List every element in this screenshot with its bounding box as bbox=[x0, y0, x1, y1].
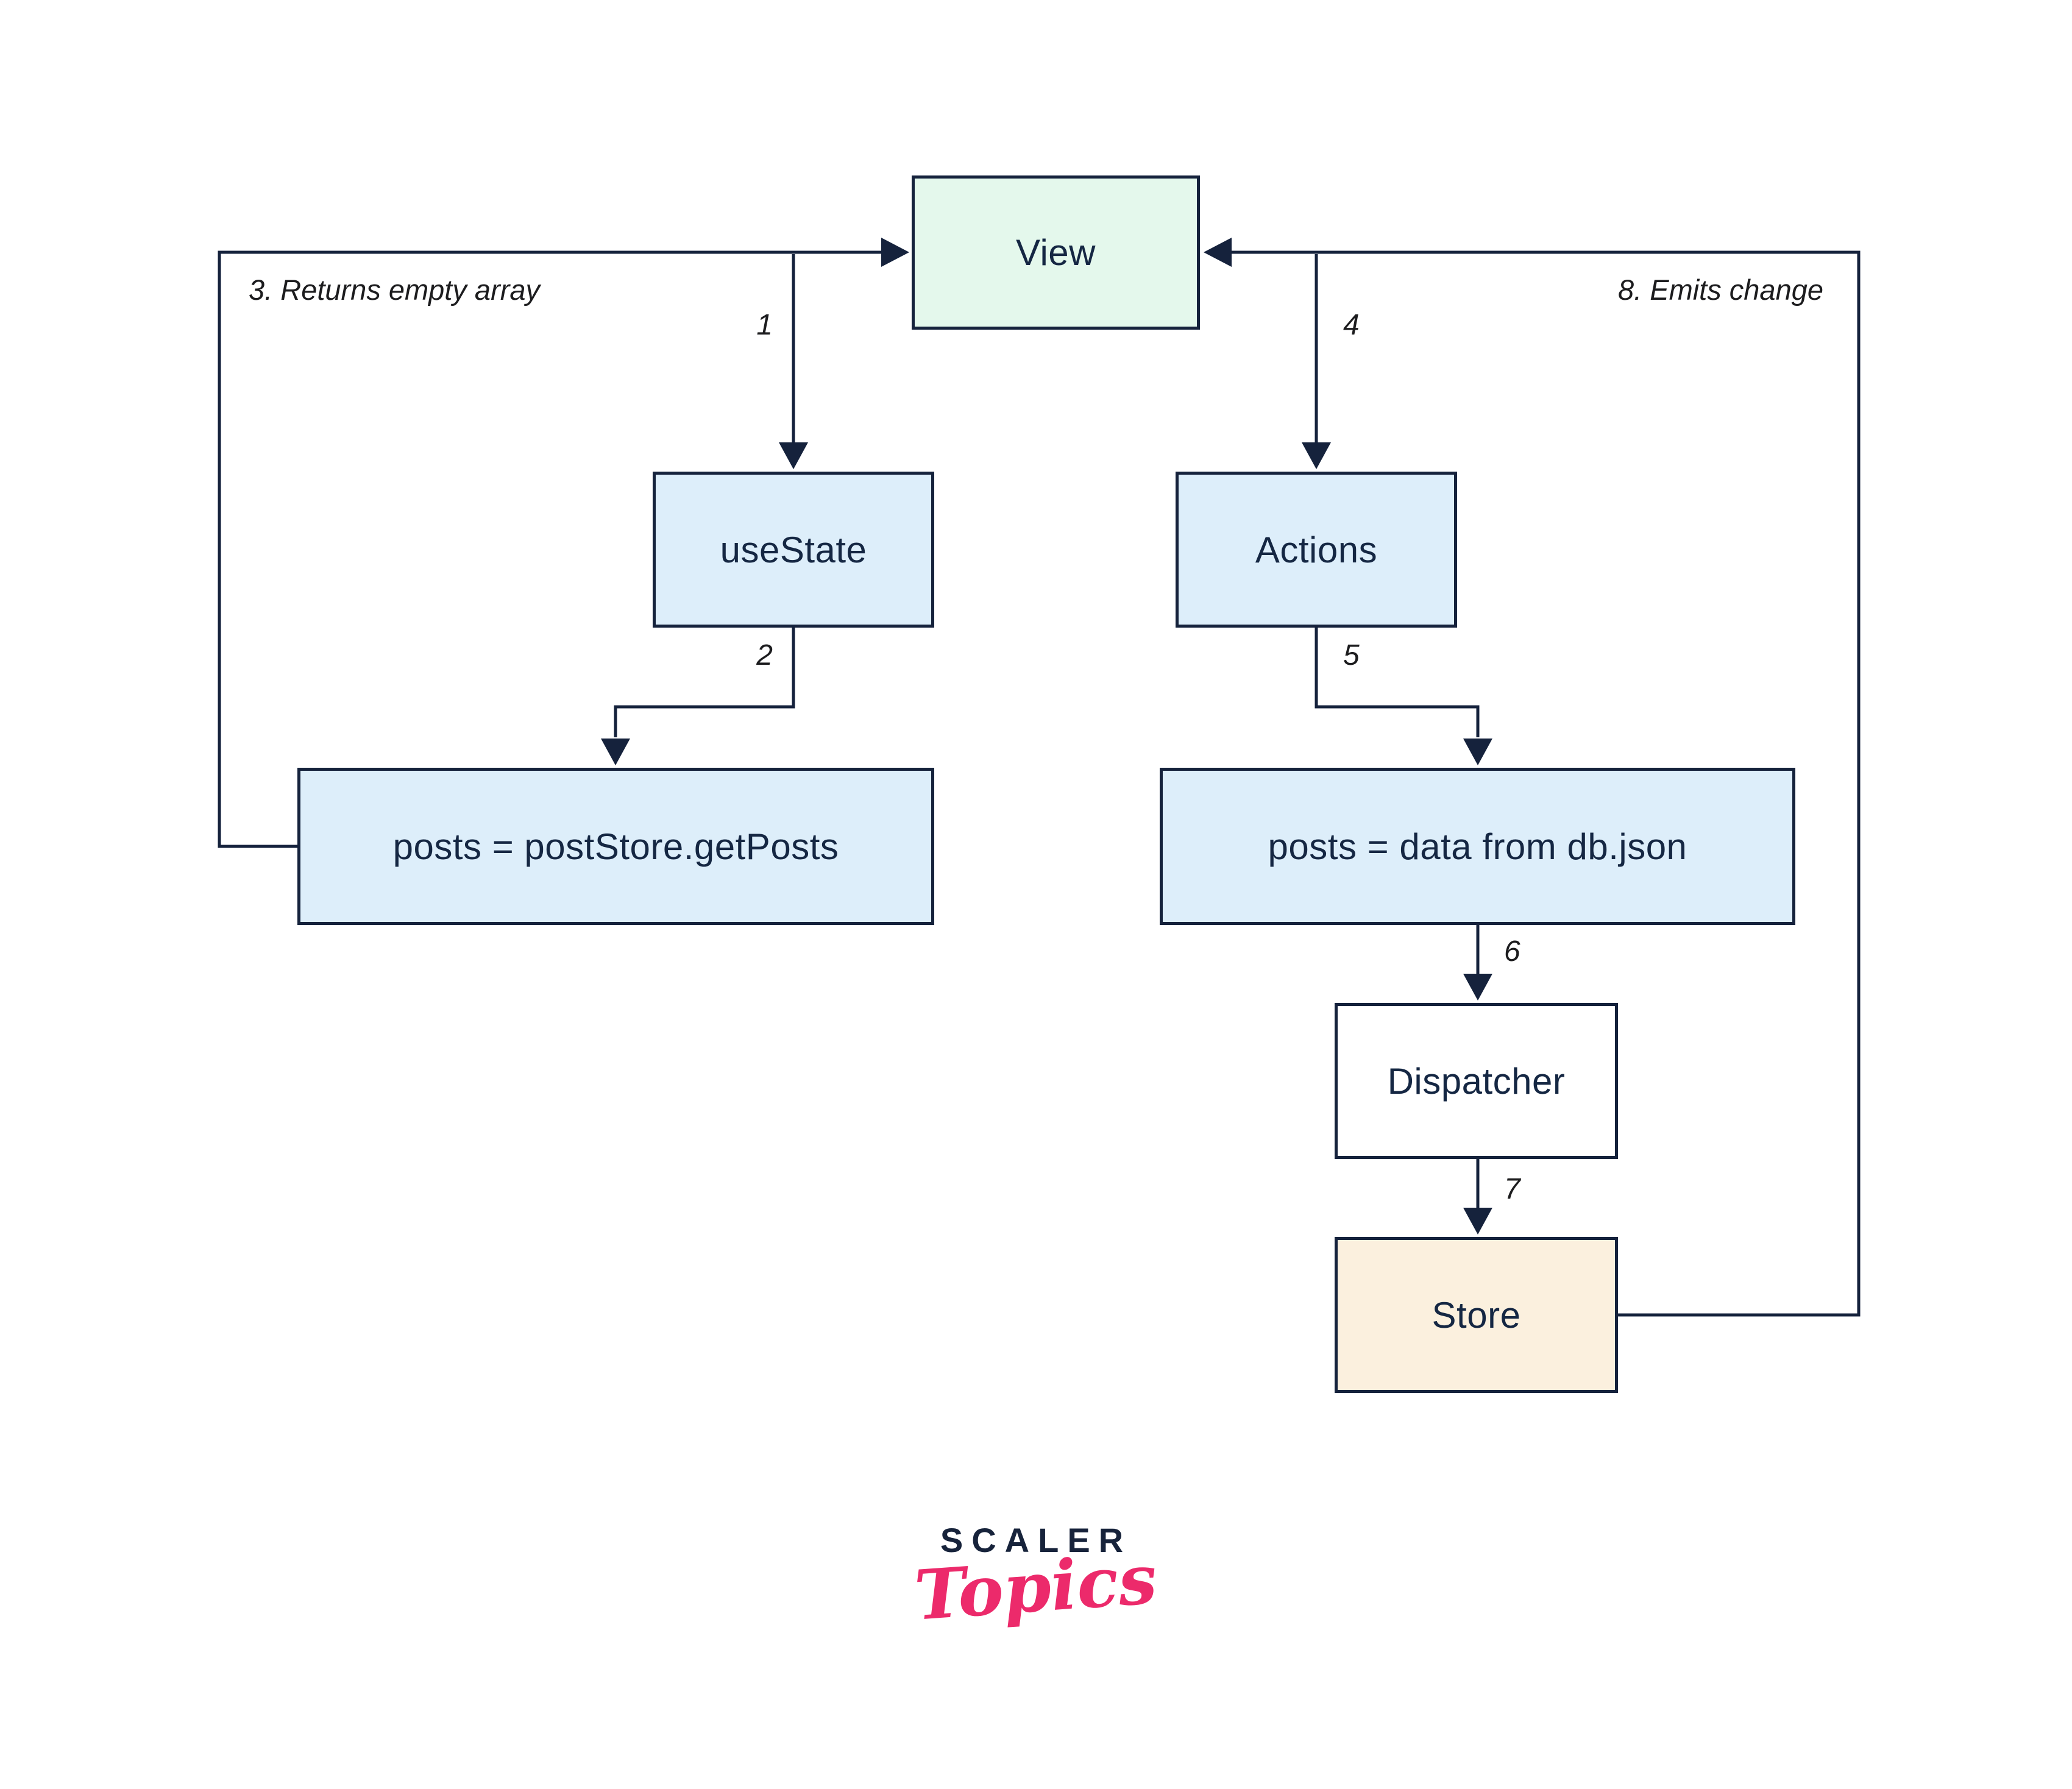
edge-actions-to-dbjson bbox=[1315, 628, 1480, 737]
edge-label-2: 2 bbox=[756, 639, 773, 671]
node-usestate: useState bbox=[653, 472, 934, 628]
logo-brand-text: SCALER bbox=[940, 1521, 1132, 1559]
node-getposts: posts = postStore.getPosts bbox=[297, 768, 934, 925]
arrowhead-into-view-right bbox=[1204, 238, 1232, 267]
node-getposts-label: posts = postStore.getPosts bbox=[392, 826, 839, 867]
node-store-label: Store bbox=[1432, 1294, 1521, 1336]
arrowhead-into-getposts bbox=[601, 739, 630, 765]
node-actions-label: Actions bbox=[1255, 529, 1378, 570]
node-view-label: View bbox=[1016, 232, 1096, 273]
node-dbjson-label: posts = data from db.json bbox=[1268, 826, 1687, 867]
node-view: View bbox=[912, 175, 1200, 330]
arrowhead-into-dispatcher bbox=[1463, 974, 1492, 1001]
arrowhead-into-store bbox=[1463, 1208, 1492, 1235]
edge-returns-empty-array bbox=[218, 250, 881, 848]
edge-label-1: 1 bbox=[756, 309, 773, 341]
node-dbjson: posts = data from db.json bbox=[1160, 768, 1795, 925]
edge-label-5: 5 bbox=[1343, 639, 1360, 671]
node-store: Store bbox=[1335, 1237, 1618, 1393]
arrowhead-into-usestate bbox=[779, 442, 808, 469]
node-dispatcher-label: Dispatcher bbox=[1387, 1060, 1566, 1102]
scaler-topics-logo: SCALER Topics bbox=[908, 1521, 1164, 1636]
arrowhead-into-view-left bbox=[881, 238, 909, 267]
node-dispatcher: Dispatcher bbox=[1335, 1003, 1618, 1159]
logo-sub-text: Topics bbox=[912, 1539, 1160, 1636]
node-usestate-label: useState bbox=[720, 529, 867, 570]
edge-label-7: 7 bbox=[1504, 1173, 1520, 1205]
arrowhead-into-actions bbox=[1302, 442, 1331, 469]
edge-usestate-to-getposts bbox=[614, 628, 795, 737]
annotation-emits-change: 8. Emits change bbox=[1617, 274, 1823, 306]
node-actions: Actions bbox=[1176, 472, 1457, 628]
edge-emits-change bbox=[1232, 250, 1861, 1317]
annotation-returns-empty-array: 3. Returns empty array bbox=[249, 274, 541, 306]
arrowhead-into-dbjson bbox=[1463, 739, 1492, 765]
edge-label-4: 4 bbox=[1343, 309, 1360, 341]
edge-label-6: 6 bbox=[1504, 935, 1520, 968]
